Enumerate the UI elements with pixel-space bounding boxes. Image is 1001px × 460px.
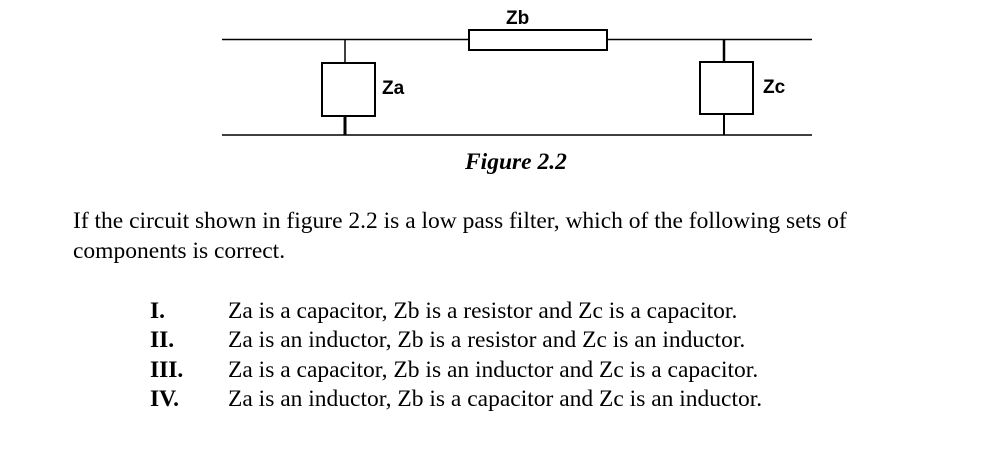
option-numeral: IV. <box>150 386 179 412</box>
zb-impedance-box <box>468 29 608 51</box>
option-numeral: III. <box>150 357 184 383</box>
option-numeral: II. <box>150 327 175 353</box>
zc-impedance-box <box>699 61 754 115</box>
option-text: Za is an inductor, Zb is a resistor and … <box>228 327 746 353</box>
option-numeral: I. <box>150 298 166 324</box>
zb-label: Zb <box>506 8 530 29</box>
figure-caption: Figure 2.2 <box>465 149 567 175</box>
question-line-1: If the circuit shown in figure 2.2 is a … <box>73 208 847 234</box>
option-text: Za is a capacitor, Zb is an inductor and… <box>228 357 759 383</box>
option-text: Za is an inductor, Zb is a capacitor and… <box>228 386 763 412</box>
za-label: Za <box>382 78 405 99</box>
zc-label: Zc <box>763 77 786 98</box>
za-impedance-box <box>321 62 376 117</box>
option-text: Za is a capacitor, Zb is a resistor and … <box>228 298 738 324</box>
question-line-2: components is correct. <box>73 238 286 264</box>
